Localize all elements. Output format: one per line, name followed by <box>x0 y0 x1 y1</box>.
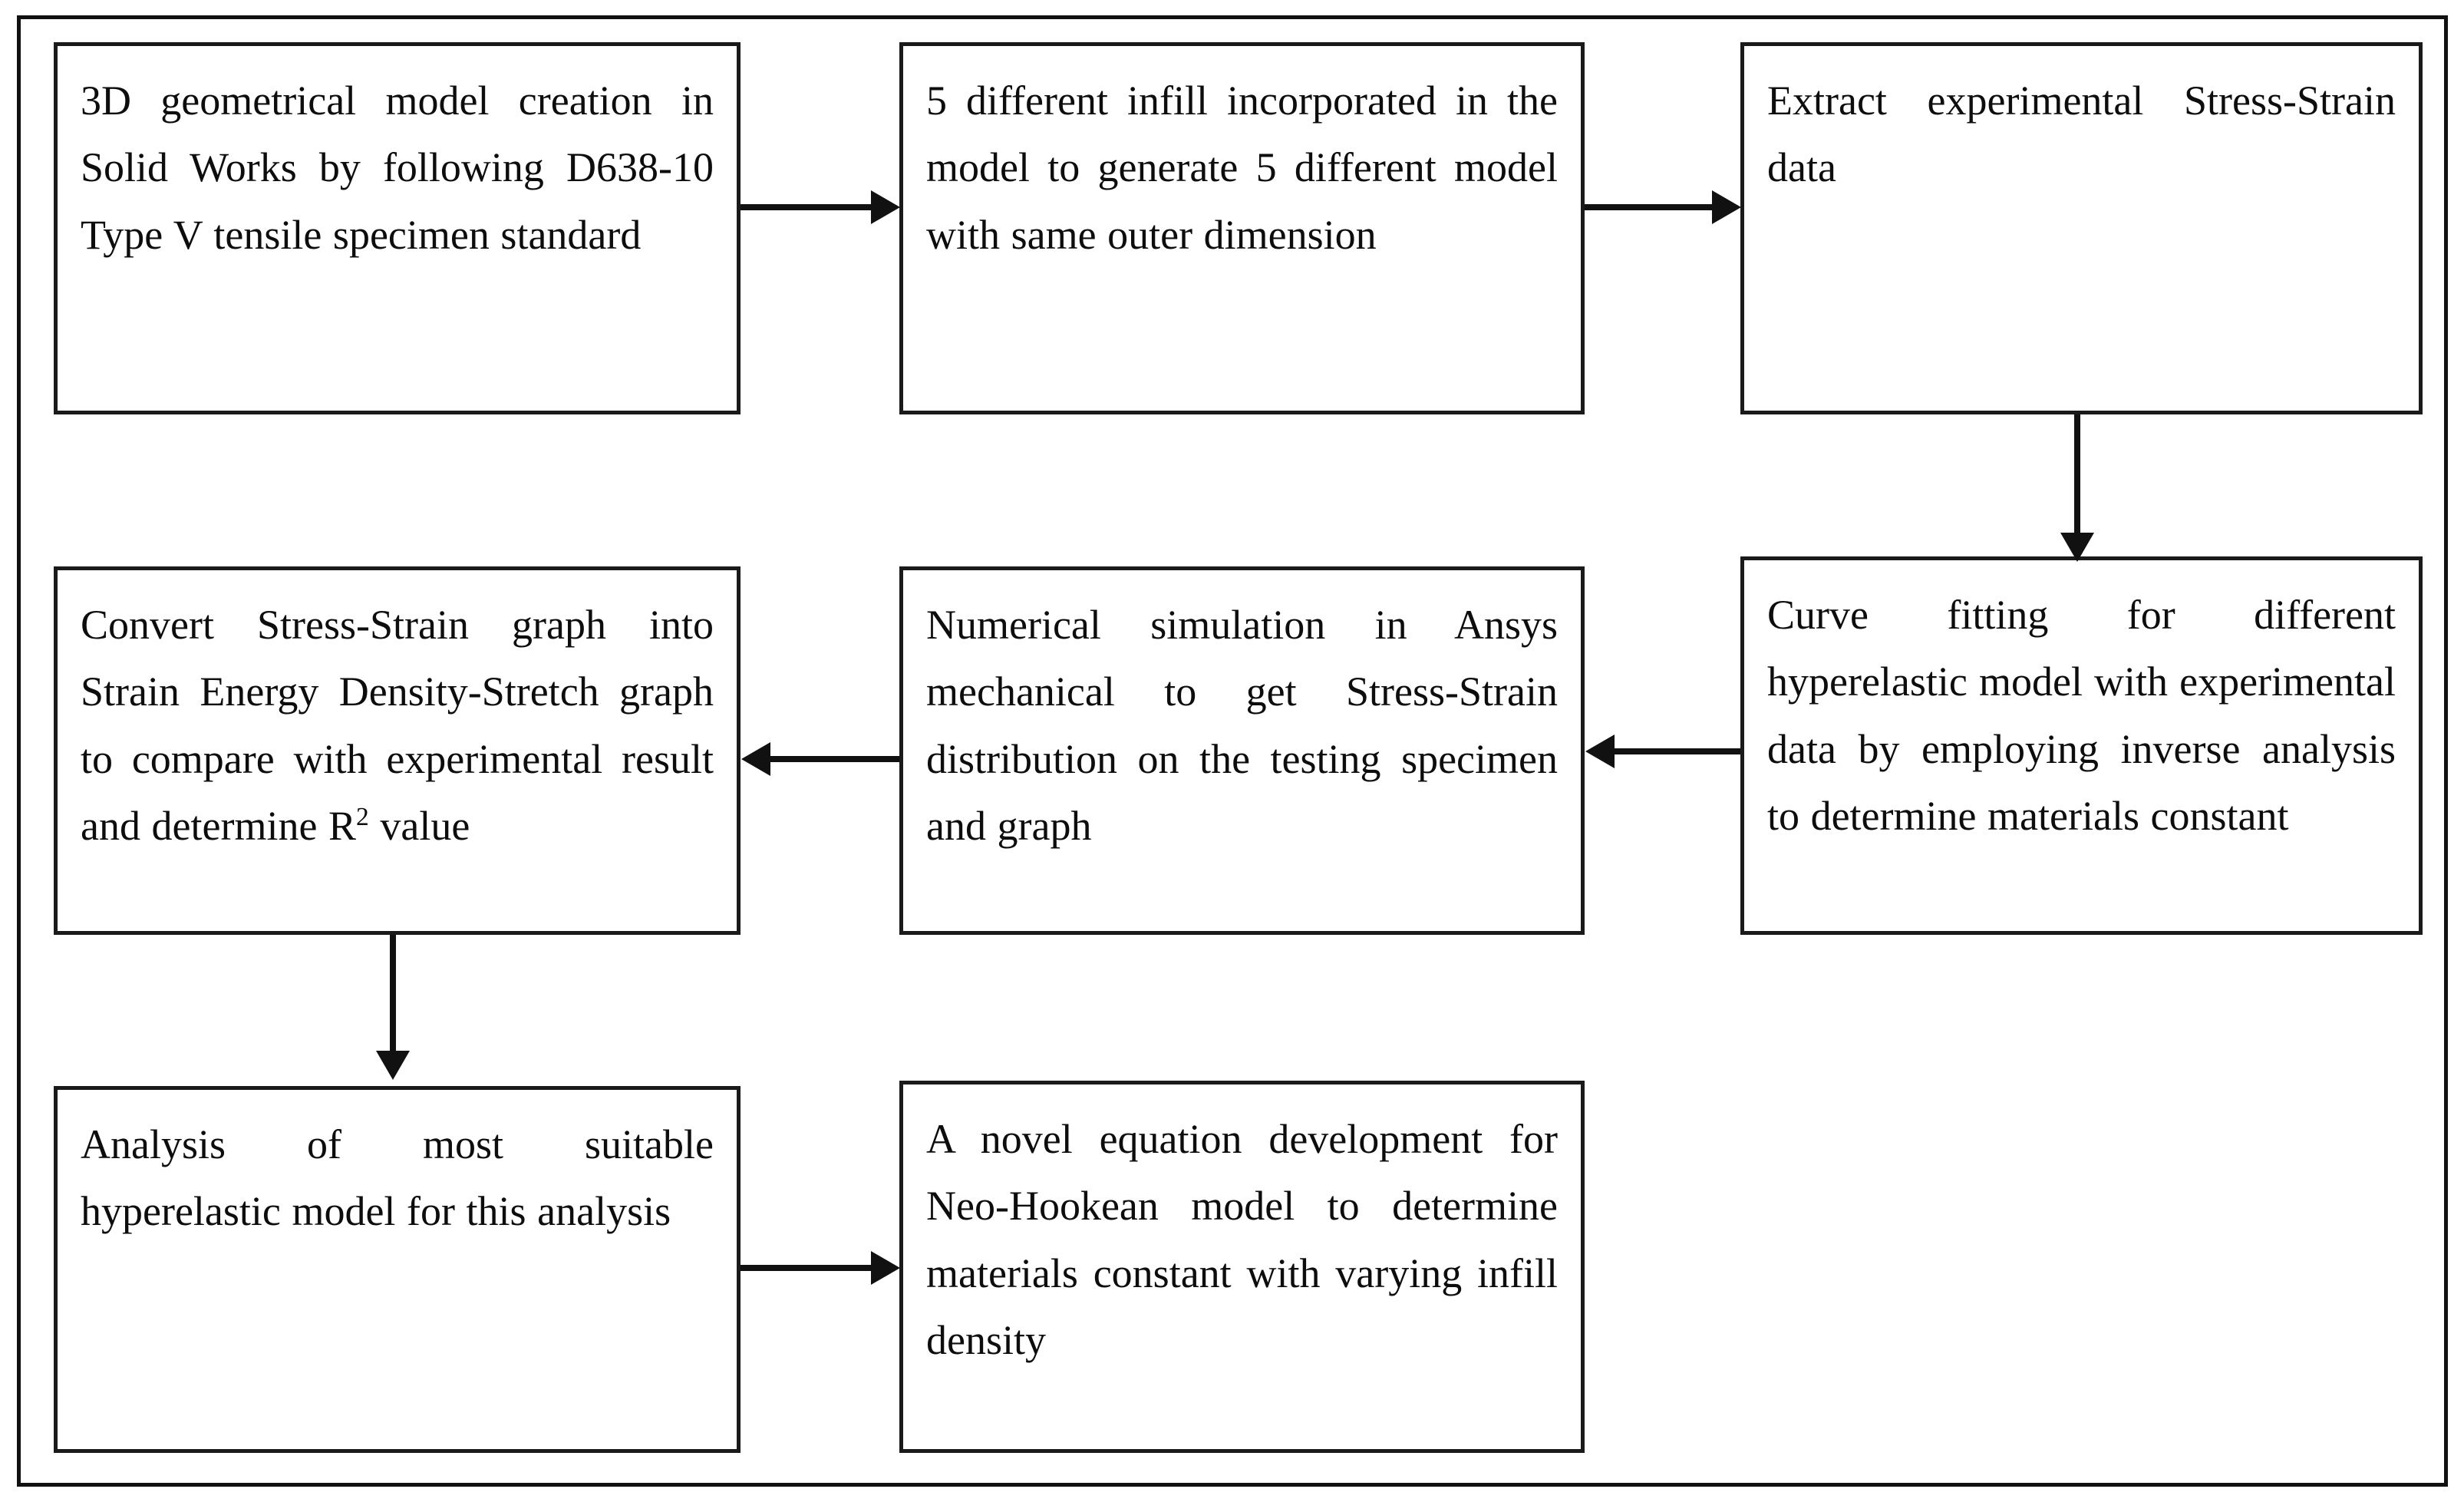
edge-n6-n5-arrowhead-icon <box>1585 735 1615 768</box>
process-node-8[interactable]: A novel equation development for Neo-Hoo… <box>899 1081 1585 1453</box>
edge-n5-n4-arrowhead-icon <box>741 742 770 776</box>
edge-n4-n7-line <box>390 935 396 1054</box>
process-node-6[interactable]: Curve fitting for different hyperelastic… <box>1740 556 2423 935</box>
process-node-6-label: Curve fitting for different hyperelastic… <box>1767 592 2396 840</box>
edge-n7-n8-line <box>741 1265 872 1271</box>
edge-n4-n7-arrowhead-icon <box>376 1051 410 1080</box>
process-node-7-label: Analysis of most suitable hyperelastic m… <box>81 1121 714 1235</box>
edge-n7-n8-arrowhead-icon <box>871 1251 900 1285</box>
edge-n5-n4-line <box>770 756 899 762</box>
process-node-1-label: 3D geometrical model creation in Solid W… <box>81 78 714 258</box>
edge-n3-n6-arrowhead-icon <box>2060 533 2094 562</box>
process-node-1[interactable]: 3D geometrical model creation in Solid W… <box>54 42 741 414</box>
process-node-3-label: Extract experimental Stress-Strain data <box>1767 78 2396 191</box>
edge-n3-n6-line <box>2074 414 2080 536</box>
edge-n2-n3-line <box>1585 204 1714 210</box>
process-node-7[interactable]: Analysis of most suitable hyperelastic m… <box>54 1086 741 1453</box>
process-node-4-label: Convert Stress-Strain graph into Strain … <box>81 602 714 850</box>
process-node-2-label: 5 different infill incorporated in the m… <box>926 78 1558 258</box>
process-node-2[interactable]: 5 different infill incorporated in the m… <box>899 42 1585 414</box>
process-node-5-label: Numerical simulation in Ansys mechanical… <box>926 602 1558 850</box>
edge-n1-n2-line <box>741 204 872 210</box>
process-node-5[interactable]: Numerical simulation in Ansys mechanical… <box>899 566 1585 935</box>
process-node-8-label: A novel equation development for Neo-Hoo… <box>926 1116 1558 1364</box>
edge-n2-n3-arrowhead-icon <box>1712 190 1741 224</box>
edge-n1-n2-arrowhead-icon <box>871 190 900 224</box>
process-node-3[interactable]: Extract experimental Stress-Strain data <box>1740 42 2423 414</box>
process-node-4[interactable]: Convert Stress-Strain graph into Strain … <box>54 566 741 935</box>
edge-n6-n5-line <box>1614 748 1740 754</box>
